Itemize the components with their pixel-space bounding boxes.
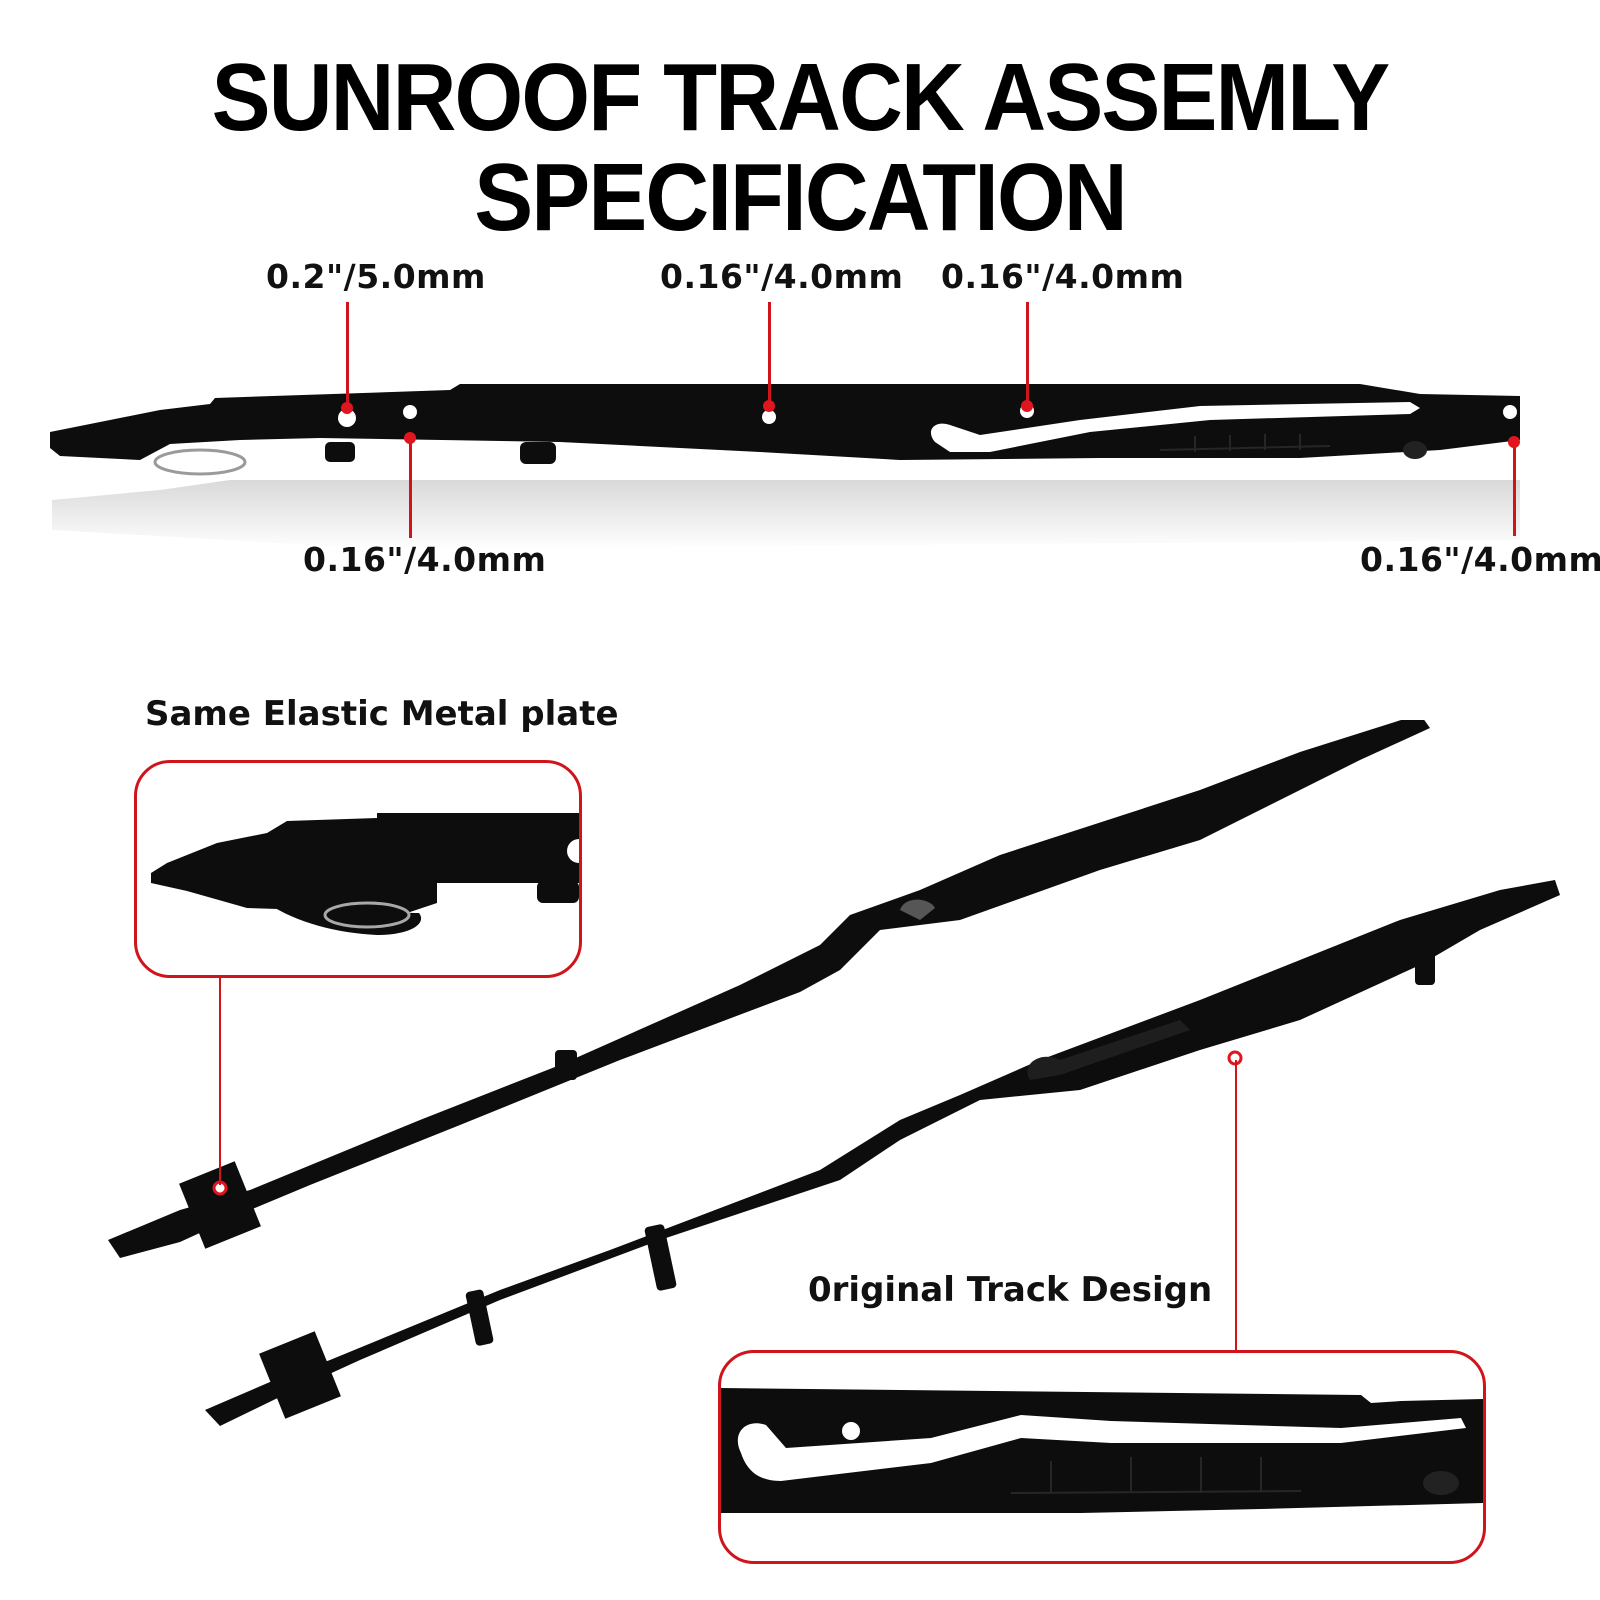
angled-tracks-image xyxy=(108,720,1560,1426)
callout-dot xyxy=(1508,436,1520,448)
dimension-label-hole-5: 0.16"/4.0mm xyxy=(1360,540,1600,579)
track-reflection xyxy=(52,480,1520,550)
dimension-label-hole-1: 0.2"/5.0mm xyxy=(266,257,486,296)
detail-label-elastic-plate: Same Elastic Metal plate xyxy=(145,694,619,734)
callout-line xyxy=(1513,444,1516,536)
dimension-label-hole-2: 0.16"/4.0mm xyxy=(303,540,547,579)
page-title: SUNROOF TRACK ASSEMLY SPECIFICATION xyxy=(211,44,1391,251)
callout-dot xyxy=(341,402,353,414)
callout-line-elastic-plate xyxy=(219,975,221,1185)
track-design-closeup-image xyxy=(721,1388,1483,1513)
elastic-plate-closeup-image xyxy=(151,813,579,935)
detail-box-elastic-plate xyxy=(134,760,582,978)
callout-line xyxy=(1026,302,1029,402)
callout-dot xyxy=(1021,400,1033,412)
top-track-image xyxy=(50,384,1520,476)
dimension-label-hole-3: 0.16"/4.0mm xyxy=(660,257,904,296)
dimension-label-hole-4: 0.16"/4.0mm xyxy=(941,257,1185,296)
callout-line xyxy=(768,302,771,402)
callout-line xyxy=(346,302,349,406)
callout-dot xyxy=(404,432,416,444)
detail-label-track-design: 0riginal Track Design xyxy=(808,1270,1213,1310)
callout-line-track-design xyxy=(1235,1060,1237,1352)
callout-line xyxy=(409,440,412,538)
detail-box-track-design xyxy=(718,1350,1486,1564)
callout-dot xyxy=(763,400,775,412)
